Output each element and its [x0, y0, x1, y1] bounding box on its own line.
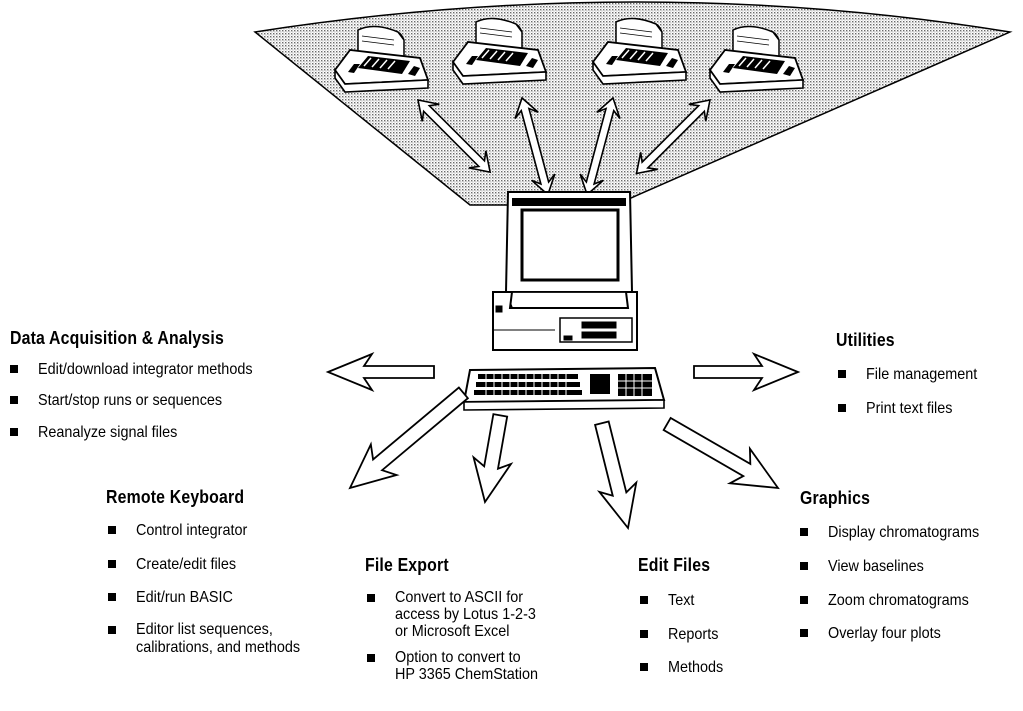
list-item: Overlay four plots — [800, 624, 996, 643]
list-item: View baselines — [800, 557, 996, 576]
list-item: Option to convert to HP 3365 ChemStation — [367, 649, 554, 684]
section-heading: Graphics — [800, 488, 871, 508]
bullet-icon — [108, 526, 116, 534]
section-heading: File Export — [365, 555, 449, 575]
list-item: Convert to ASCII for access by Lotus 1-2… — [367, 589, 554, 641]
bullet-icon — [10, 365, 18, 373]
bullet-icon — [640, 663, 648, 671]
bullet-icon — [10, 396, 18, 404]
section-edit-files: Edit Files Text Reports Methods — [638, 555, 729, 677]
arrow-to-utilities — [693, 352, 801, 392]
bullet-icon — [838, 370, 846, 378]
arrow-to-data-acquisition — [325, 352, 435, 392]
section-utilities: Utilities File management Print text fil… — [836, 330, 990, 418]
section-remote-keyboard: Remote Keyboard Control integrator Creat… — [106, 487, 318, 657]
list-item: Display chromatograms — [800, 523, 996, 542]
section-heading: Remote Keyboard — [106, 487, 245, 507]
keyboard-icon — [462, 366, 666, 411]
desktop-computer-icon — [492, 191, 638, 351]
bullet-icon — [800, 528, 808, 536]
section-graphics: Graphics Display chromatograms View base… — [800, 488, 996, 643]
arrow-to-file-export — [472, 413, 514, 505]
bullet-icon — [640, 596, 648, 604]
list-item: Text — [640, 591, 729, 610]
list-item: File management — [838, 365, 990, 384]
bullet-icon — [800, 562, 808, 570]
list-item: Edit/download integrator methods — [10, 360, 276, 379]
bullet-icon — [640, 630, 648, 638]
bullet-icon — [10, 428, 18, 436]
list-item: Create/edit files — [108, 555, 318, 574]
section-heading: Data Acquisition & Analysis — [10, 328, 224, 348]
section-heading: Utilities — [836, 330, 895, 350]
bullet-icon — [108, 560, 116, 568]
list-item: Edit/run BASIC — [108, 588, 318, 607]
list-item: Print text files — [838, 399, 990, 418]
list-item: Editor list sequences, calibrations, and… — [108, 621, 318, 657]
bullet-icon — [800, 596, 808, 604]
arrow-to-remote-keyboard — [348, 386, 470, 490]
list-item: Reanalyze signal files — [10, 423, 276, 442]
bullet-icon — [108, 626, 116, 634]
list-item: Reports — [640, 625, 729, 644]
network-cone — [253, 1, 1013, 206]
double-arrow-icon — [416, 98, 492, 174]
list-item: Methods — [640, 658, 729, 677]
section-file-export: File Export Convert to ASCII for access … — [365, 555, 554, 684]
arrow-to-graphics — [662, 416, 780, 490]
bullet-icon — [108, 593, 116, 601]
list-item: Zoom chromatograms — [800, 591, 996, 610]
section-heading: Edit Files — [638, 555, 711, 575]
arrow-to-edit-files — [593, 420, 638, 531]
list-item: Start/stop runs or sequences — [10, 391, 276, 410]
bullet-icon — [838, 404, 846, 412]
section-data-acquisition: Data Acquisition & Analysis Edit/downloa… — [10, 328, 276, 442]
list-item: Control integrator — [108, 521, 318, 540]
bullet-icon — [367, 594, 375, 602]
double-arrow-icon — [635, 98, 712, 175]
bullet-icon — [800, 629, 808, 637]
bullet-icon — [367, 654, 375, 662]
